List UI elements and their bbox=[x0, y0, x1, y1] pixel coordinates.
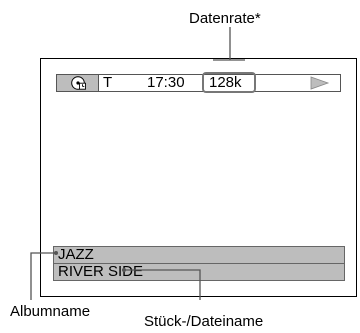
status-bar: T 17:30 128k bbox=[56, 72, 341, 93]
disc-icon-box bbox=[57, 75, 99, 91]
track-name-text: RIVER SIDE bbox=[58, 263, 144, 280]
bitrate-value: 128k bbox=[209, 74, 242, 91]
album-name-bar: JAZZ bbox=[53, 246, 345, 264]
track-file-name-callout: Stück-/Dateiname bbox=[144, 313, 264, 330]
play-triangle-icon bbox=[310, 76, 330, 90]
disc-clock-icon bbox=[71, 76, 86, 90]
album-name-callout: Albumname bbox=[10, 303, 91, 320]
track-leader-line bbox=[124, 269, 201, 300]
data-rate-footnote-mark: * bbox=[254, 10, 261, 27]
data-rate-callout: Datenrate* bbox=[189, 10, 261, 27]
data-rate-label: Datenrate bbox=[189, 10, 255, 27]
album-leader-line bbox=[30, 252, 56, 300]
album-name-text: JAZZ bbox=[58, 246, 94, 263]
elapsed-time: 17:30 bbox=[147, 74, 185, 91]
track-mode-indicator: T bbox=[103, 74, 113, 91]
track-name-bar: RIVER SIDE bbox=[53, 263, 345, 281]
bitrate-highlight bbox=[202, 72, 256, 93]
osd-screen: T 17:30 128k JAZZ RIVER SIDE bbox=[40, 58, 357, 297]
track-leader-dot bbox=[122, 268, 126, 272]
album-leader-dot bbox=[54, 251, 58, 255]
